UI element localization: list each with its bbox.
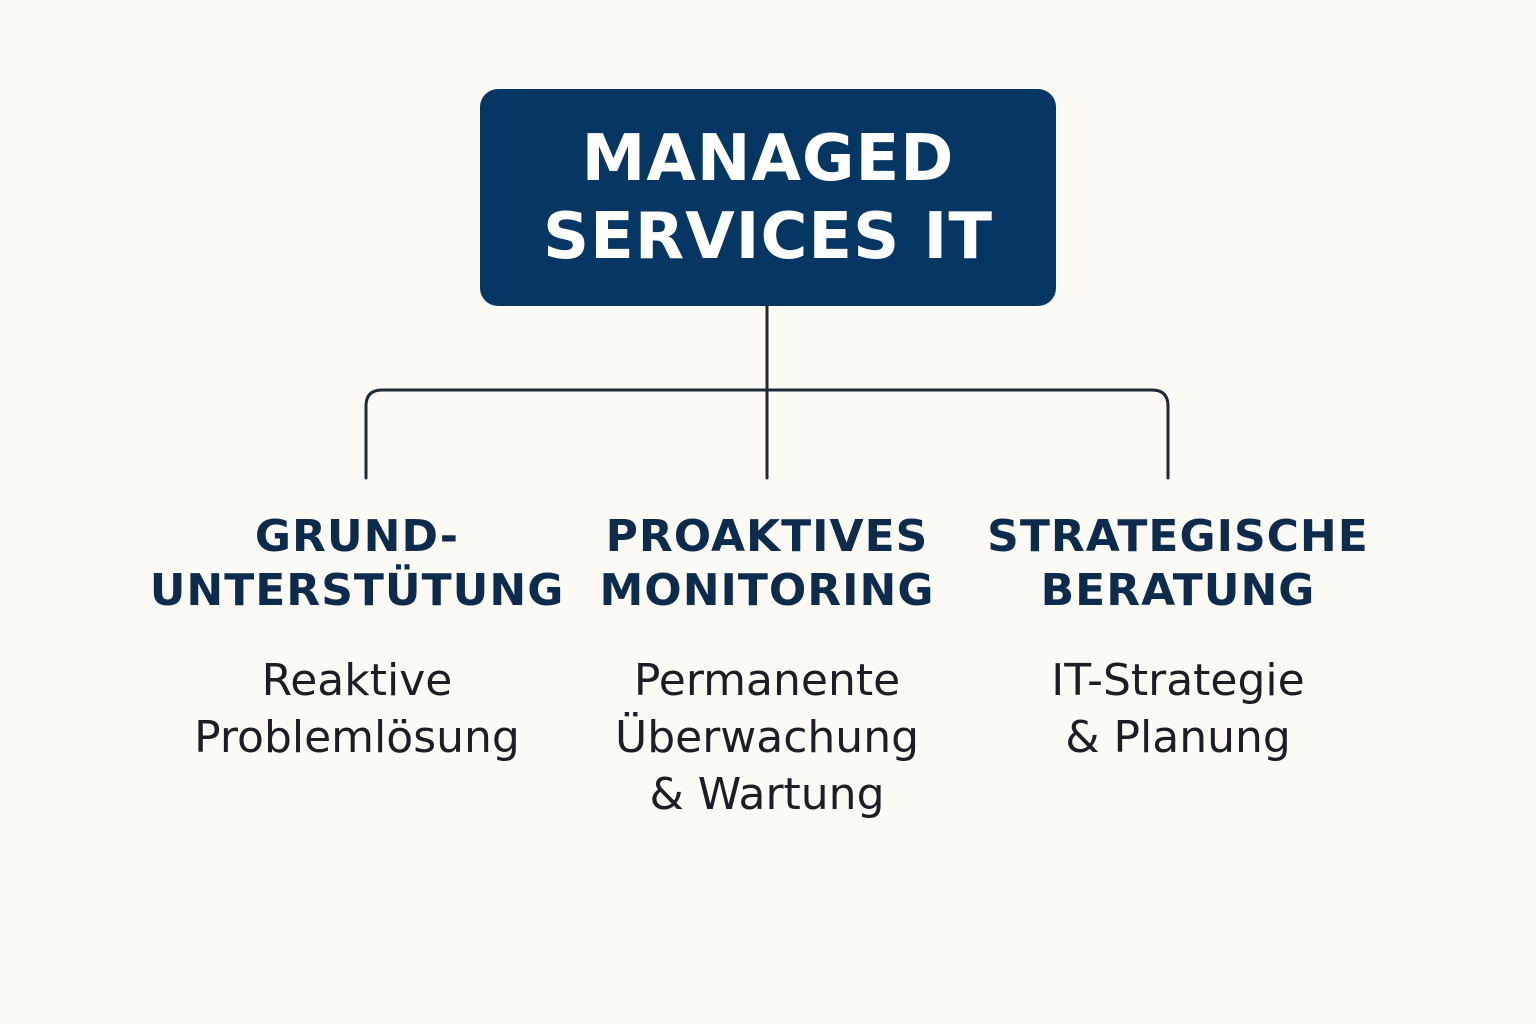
branch-title-line: BERATUNG [1040,565,1316,616]
branch-title: STRATEGISCHE BERATUNG [958,510,1398,618]
branch-title-line: GRUND- [254,511,460,562]
branch-title-line: STRATEGISCHE [987,511,1369,562]
branch-title-line: MONITORING [599,565,935,616]
branch-title: GRUND- UNTERSTÜTUNG [137,510,577,618]
branch-description-line: & Wartung [649,769,885,820]
branch-description-line: Überwachung [614,712,920,763]
branch-description-line: IT-Strategie [1051,655,1305,706]
root-title-line-1: MANAGED [581,121,955,196]
branch-description: IT-Strategie & Planung [958,652,1398,766]
branch-proaktives-monitoring: PROAKTIVES MONITORING Permanente Überwac… [547,510,987,823]
branch-description: Reaktive Problemlösung [137,652,577,766]
branch-description-line: Reaktive [261,655,453,706]
root-title-line-2: SERVICES IT [543,199,993,274]
branch-description-line: Permanente [633,655,901,706]
branch-description: Permanente Überwachung & Wartung [547,652,987,823]
branch-description-line: Problemlösung [194,712,520,763]
branch-title-line: PROAKTIVES [605,511,929,562]
branch-grundunterstuetzung: GRUND- UNTERSTÜTUNG Reaktive Problemlösu… [137,510,577,766]
horizontal-connector [364,388,1170,480]
branch-title: PROAKTIVES MONITORING [547,510,987,618]
branch-strategische-beratung: STRATEGISCHE BERATUNG IT-Strategie & Pla… [958,510,1398,766]
branch-title-line: UNTERSTÜTUNG [149,565,565,616]
branch-description-line: & Planung [1065,712,1291,763]
root-node: MANAGED SERVICES IT [480,89,1056,306]
